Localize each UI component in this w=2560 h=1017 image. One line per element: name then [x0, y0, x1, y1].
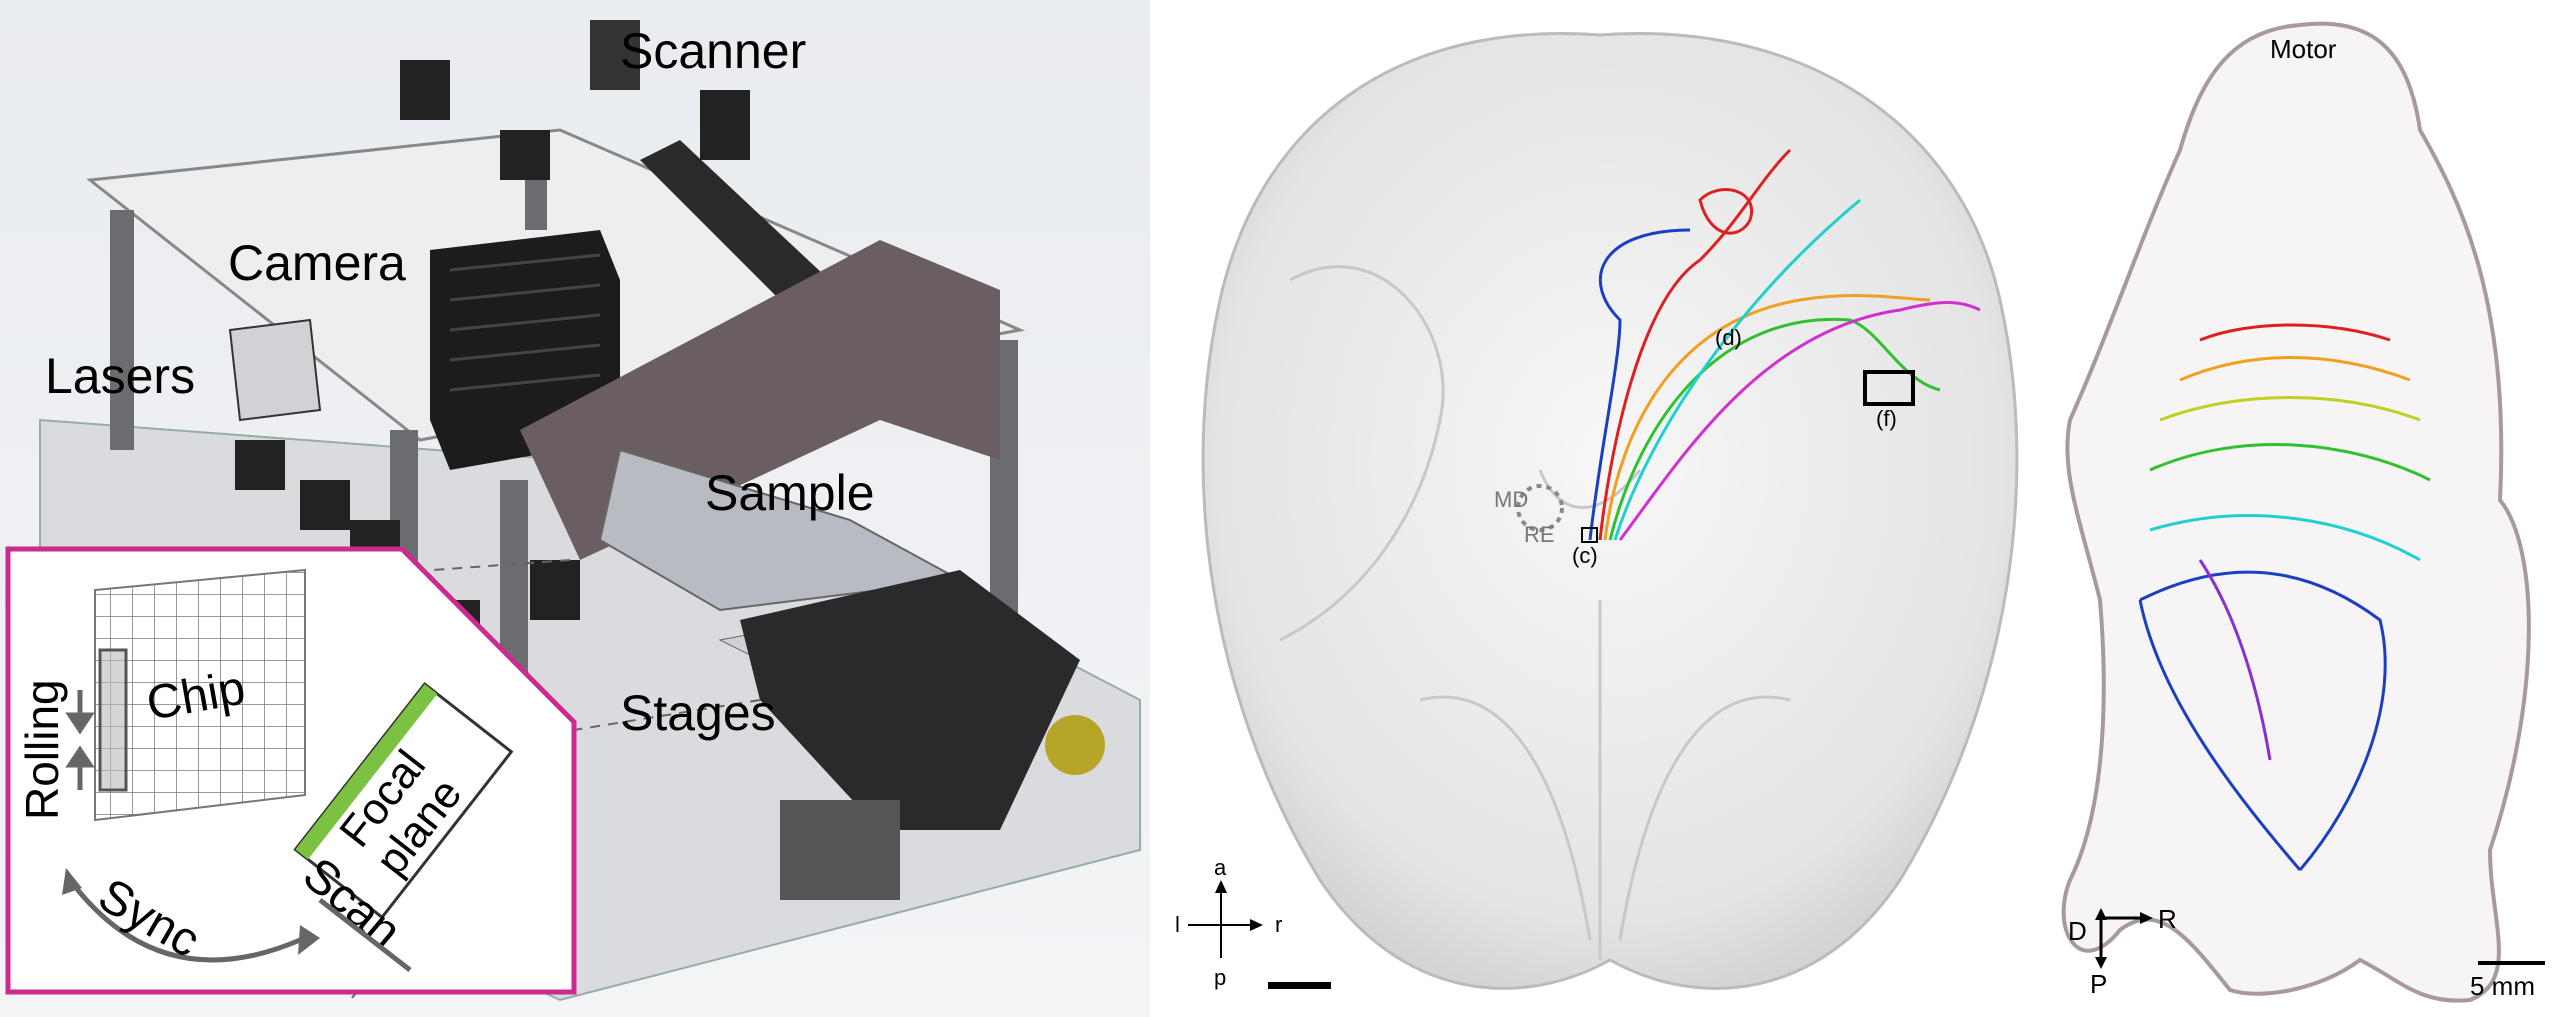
- mouse-scale-label: 5 mm: [2470, 971, 2535, 1001]
- mouse-neuron-traces: [2138, 323, 2431, 871]
- label-scanner: Scanner: [620, 23, 806, 79]
- box-c: [1581, 527, 1598, 543]
- scale-bar: [1268, 982, 1331, 989]
- box-f: [1863, 370, 1915, 406]
- sensor-chip: [94, 568, 306, 822]
- label-re: RE: [1524, 522, 1555, 547]
- md-region: [1516, 484, 1564, 532]
- scanner-motor: [590, 20, 640, 90]
- rolling-arrows: [65, 690, 95, 790]
- mouse-panel: Motor D R P 5 mm: [2061, 21, 2545, 1003]
- anatomical-compass: a p l r: [1175, 855, 1282, 990]
- compass-a: a: [1214, 855, 1227, 880]
- mouse-scale-bar: [2478, 961, 2545, 965]
- compass-r-mouse: R: [2158, 904, 2177, 934]
- brain-panel: (d) (f) MD RE (c) a p l r: [1175, 32, 2019, 990]
- sample-stage: [598, 448, 964, 612]
- sync-arrow: [68, 878, 301, 963]
- label-md: MD: [1494, 487, 1528, 512]
- scan-arrow: [318, 898, 412, 972]
- compass-r: r: [1275, 912, 1282, 937]
- compass-p-mouse: P: [2090, 969, 2107, 999]
- brain-gyri: [1279, 265, 1791, 960]
- compass-p: p: [1214, 965, 1226, 990]
- compass-l: l: [1175, 912, 1180, 937]
- inset-sync-diagram: Chip Rolling Focal plane Sync Scan: [5, 546, 577, 995]
- label-camera: Camera: [228, 235, 406, 291]
- label-f: (f): [1876, 406, 1897, 431]
- setup-panel: Scanner Camera Lasers Sample Stages Chip…: [0, 0, 1150, 1017]
- scanner-tube: [640, 140, 840, 320]
- mouse-title-motor: Motor: [2270, 34, 2337, 64]
- laser-box: [228, 318, 322, 422]
- label-rolling: Rolling: [16, 679, 68, 820]
- neuron-traces: [1588, 148, 1981, 541]
- label-c: (c): [1572, 543, 1598, 568]
- label-lasers: Lasers: [45, 348, 195, 404]
- mouse-compass: D R P: [2068, 904, 2177, 999]
- label-sample: Sample: [705, 465, 875, 521]
- label-d: (d): [1715, 325, 1742, 350]
- rolling-band: [98, 648, 128, 792]
- mouse-brain-outline: [2061, 21, 2531, 1003]
- compass-d: D: [2068, 916, 2087, 946]
- translation-stages: [718, 570, 1105, 900]
- label-stages: Stages: [620, 685, 776, 741]
